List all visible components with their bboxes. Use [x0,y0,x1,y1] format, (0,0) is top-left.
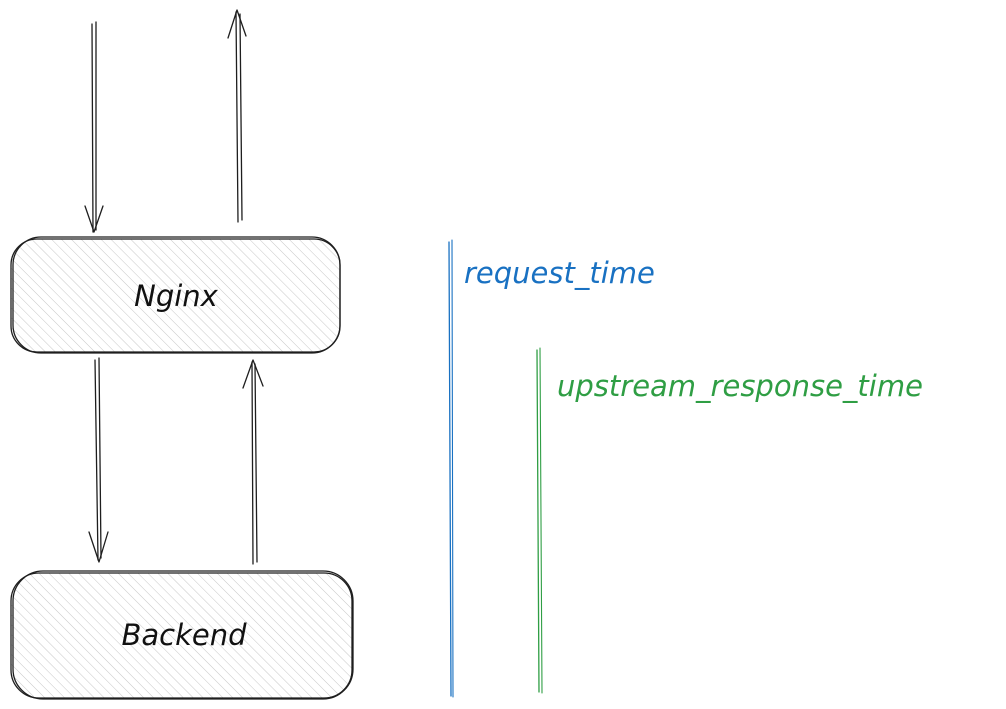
client-request-arrow [84,21,104,233]
backend-node: Backend [10,570,354,700]
nginx-node: Nginx [10,236,341,354]
upstream-response-time-label: upstream_response_time [557,369,923,403]
backend-label: Backend [121,618,247,652]
client-response-arrow [227,9,247,223]
upstream-request-arrow [88,357,109,563]
upstream-response-arrow [242,359,264,565]
nginx-label: Nginx [134,279,219,313]
request-time-label: request_time [464,256,655,290]
request-time-span: request_time [448,239,655,698]
upstream-response-time-span: upstream_response_time [536,347,923,694]
